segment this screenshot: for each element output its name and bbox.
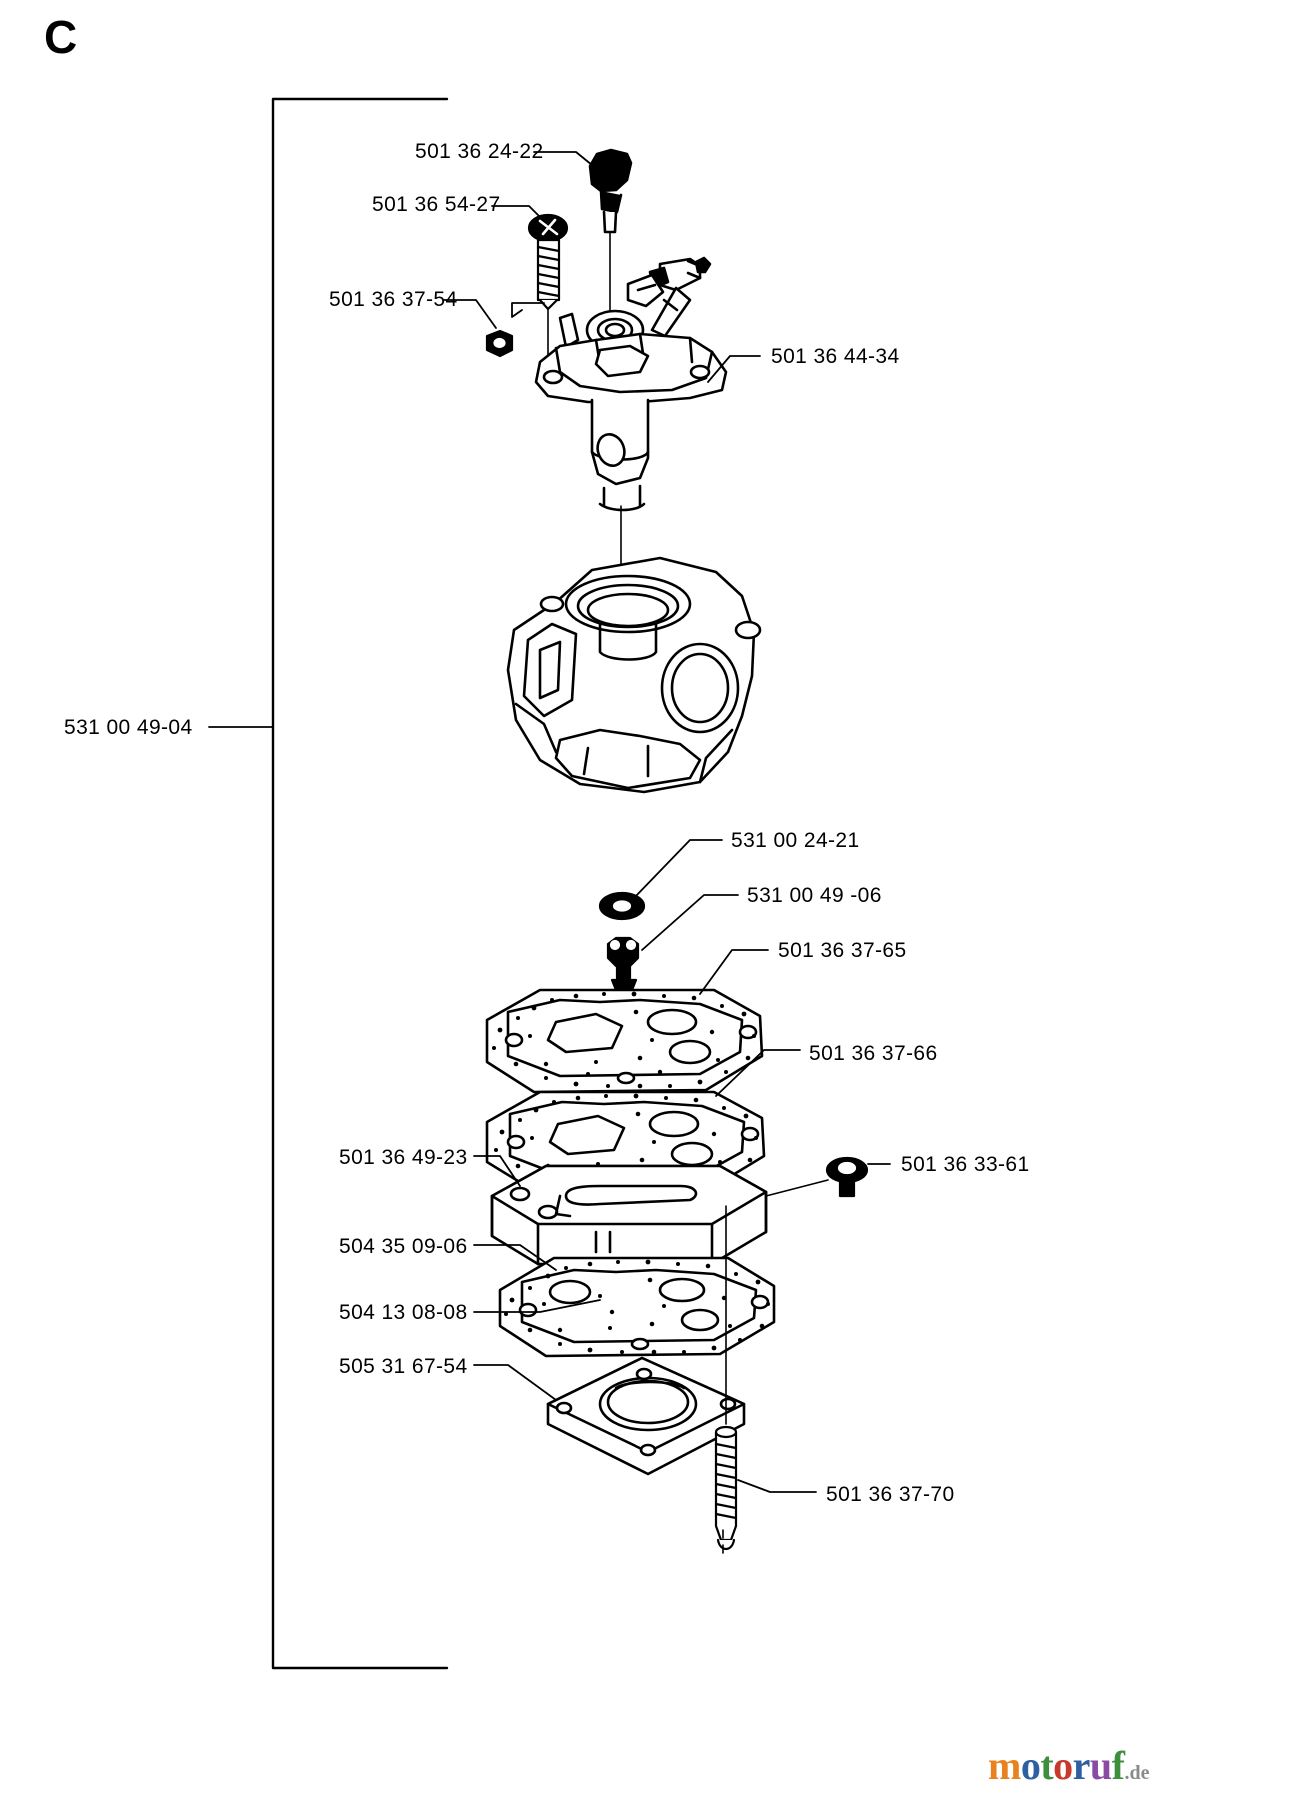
- wm-letter-o2: o: [1053, 1743, 1073, 1788]
- part-mounting-flange: [546, 1356, 746, 1476]
- part-long-bolt: [714, 1425, 738, 1551]
- wm-letter-m: m: [988, 1743, 1021, 1788]
- axis-side-screw: [765, 1179, 829, 1197]
- motoruf-watermark: motoruf.de: [988, 1742, 1150, 1789]
- leader-flange: [473, 1364, 557, 1401]
- part-washer: [485, 329, 514, 358]
- section-letter: C: [44, 11, 78, 63]
- label-flange[interactable]: 505 31 67-54: [339, 1355, 468, 1378]
- wm-suffix-de: .de: [1124, 1762, 1150, 1784]
- label-assembly[interactable]: 531 00 49-04: [64, 716, 193, 739]
- part-metering-body: [490, 1164, 768, 1266]
- part-needle-valve: [606, 936, 640, 992]
- part-cylinder-block: [506, 556, 762, 794]
- leader-needle-valve: [641, 894, 739, 951]
- part-gasket-upper: [485, 988, 764, 1094]
- label-gasket-lower[interactable]: 501 36 37-66: [809, 1042, 938, 1065]
- leader-gasket-mid: [473, 1244, 557, 1271]
- label-carburetor-body[interactable]: 501 36 44-34: [771, 345, 900, 368]
- leader-metering-body: [473, 1155, 521, 1187]
- assembly-bracket: [271, 97, 449, 1670]
- label-long-bolt[interactable]: 501 36 37-70: [826, 1483, 955, 1506]
- part-gasket-lower: [485, 1090, 766, 1194]
- leader-gasket-lower: [715, 1049, 801, 1097]
- leader-long-bolt: [737, 1479, 817, 1493]
- part-fuel-fitting: [588, 148, 633, 234]
- label-side-screw[interactable]: 501 36 33-61: [901, 1153, 1030, 1176]
- part-screw-top: [527, 213, 569, 311]
- wm-letter-f: f: [1111, 1743, 1125, 1788]
- label-gasket-low[interactable]: 504 13 08-08: [339, 1301, 468, 1324]
- label-o-ring[interactable]: 531 00 24-21: [731, 829, 860, 852]
- label-needle-valve[interactable]: 531 00 49 -06: [747, 884, 882, 907]
- label-washer[interactable]: 501 36 37-54: [329, 288, 458, 311]
- wm-letter-u: u: [1089, 1743, 1112, 1788]
- wm-letter-t: t: [1040, 1743, 1054, 1788]
- detail-arrow: [511, 302, 545, 318]
- leader-fitting: [533, 151, 604, 175]
- part-o-ring: [598, 891, 646, 921]
- leader-gasket-upper: [699, 949, 769, 995]
- wm-letter-r: r: [1072, 1743, 1091, 1788]
- leader-o-ring: [633, 839, 723, 899]
- leader-gasket-low: [473, 1299, 601, 1313]
- label-screw-mid[interactable]: 501 36 54-27: [372, 193, 501, 216]
- leader-carb-body: [707, 355, 761, 383]
- part-side-screw: [825, 1156, 869, 1198]
- wm-letter-o1: o: [1020, 1743, 1041, 1788]
- label-metering-body[interactable]: 501 36 49-23: [339, 1146, 468, 1169]
- label-gasket-mid[interactable]: 504 35 09-06: [339, 1235, 468, 1258]
- part-carburetor-upper: [534, 256, 728, 512]
- label-gasket-upper[interactable]: 501 36 37-65: [778, 939, 907, 962]
- label-screw-top-fitting[interactable]: 501 36 24-22: [415, 140, 544, 163]
- part-gasket-mid: [498, 1256, 776, 1358]
